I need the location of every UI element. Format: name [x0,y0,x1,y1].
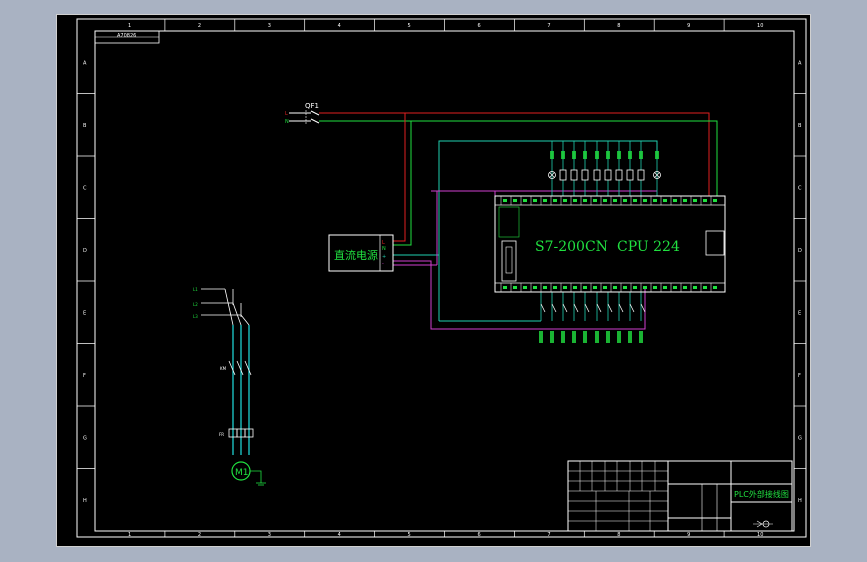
drawing-title: PLC外部接线图 [734,489,789,499]
output-devices [548,141,661,196]
zone-col-top-10: 10 [757,23,763,29]
zone-row-right-D: D [798,248,802,254]
zone-col-top-2: 2 [198,23,201,29]
zone-row-right-A: A [798,60,802,66]
zone-col-bottom-7: 7 [547,532,550,538]
zone-col-bottom-5: 5 [408,532,411,538]
plc-cpu: CPU 224 [617,239,680,255]
zone-col-top-1: 1 [128,23,131,29]
svg-text:L: L [382,240,385,246]
zone-col-top-7: 7 [547,23,550,29]
zone-col-bottom-8: 8 [617,532,620,538]
title-block: PLC外部接线图 [567,460,793,532]
zone-col-bottom-9: 9 [687,532,690,538]
zone-row-left-E: E [83,310,86,316]
zone-row-left-C: C [83,185,87,191]
svg-text:N: N [285,119,289,125]
breaker-qf1: QF1 L N [285,102,320,125]
zone-col-top-8: 8 [617,23,620,29]
dc-supply-label: 直流电源 [334,248,378,262]
zone-col-bottom-6: 6 [477,532,480,538]
motor-label: M1 [235,468,249,478]
corner-stamp: A70826 [117,33,136,39]
zone-col-bottom-3: 3 [268,532,271,538]
input-devices [539,292,646,343]
zone-ticks [77,19,806,537]
outer-border [76,18,807,538]
svg-text:N: N [382,246,386,252]
svg-text:FR: FR [219,432,224,437]
plc-unit: S7-200CN CPU 224 [494,195,726,293]
zone-row-left-A: A [83,60,87,66]
wire-l [319,112,710,196]
dc-supply-box [328,234,394,272]
zone-row-right-G: G [798,435,802,441]
zone-row-right-B: B [798,123,802,129]
zone-col-bottom-10: 10 [757,532,763,538]
svg-text:L3: L3 [193,314,198,319]
svg-text:L: L [285,111,288,117]
zone-row-left-B: B [83,123,87,129]
zone-row-right-H: H [798,498,802,504]
plc-body [494,195,726,293]
zone-row-right-E: E [798,310,801,316]
zone-row-left-G: G [83,435,87,441]
zone-col-top-4: 4 [338,23,341,29]
zone-col-bottom-4: 4 [338,532,341,538]
wire-dc-minus [393,260,646,330]
zone-col-top-5: 5 [408,23,411,29]
plc-model: S7-200CN [535,239,608,255]
svg-text:+: + [382,254,386,260]
zone-row-right-C: C [798,185,802,191]
motor-circuit: L1 L2 L3 KM FR M1 [193,287,266,486]
svg-text:L2: L2 [193,302,198,307]
zone-col-top-3: 3 [268,23,271,29]
zone-row-left-F: F [83,373,86,379]
zone-col-bottom-2: 2 [198,532,201,538]
zone-row-left-H: H [83,498,87,504]
svg-text:L1: L1 [193,287,198,292]
zone-row-left-D: D [83,248,87,254]
zone-col-top-9: 9 [687,23,690,29]
zone-row-right-F: F [798,373,801,379]
wire-n [319,120,718,196]
breaker-label: QF1 [305,102,319,110]
zone-col-bottom-1: 1 [128,532,131,538]
zone-col-top-6: 6 [477,23,480,29]
dc-power-supply: 直流电源 L N + - [328,234,394,272]
svg-text:KM: KM [220,366,227,371]
svg-text:-: - [382,261,384,267]
inner-border [94,30,795,532]
